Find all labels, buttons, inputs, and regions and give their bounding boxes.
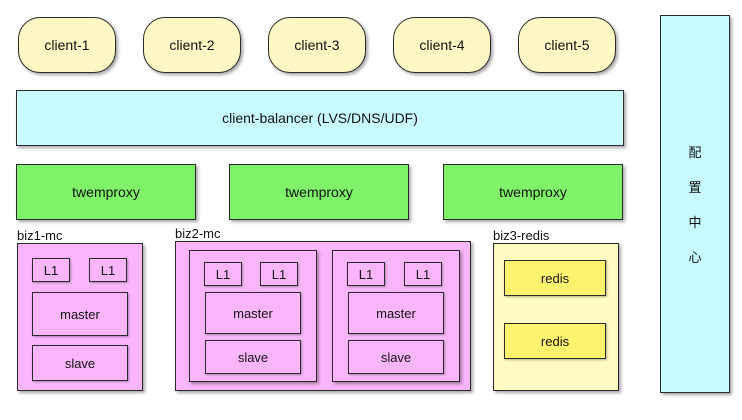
- client-node-5: client-5: [518, 17, 616, 73]
- client-node-4: client-4: [393, 17, 491, 73]
- biz2-shard2-l1-b: L1: [404, 262, 442, 286]
- biz2-shard2-slave: slave: [348, 340, 444, 374]
- twemproxy-3: twemproxy: [443, 164, 623, 220]
- biz2-label: biz2-mc: [175, 226, 221, 241]
- biz3-label: biz3-redis: [493, 228, 550, 243]
- biz3-redis-1: redis: [504, 260, 606, 296]
- client-node-2: client-2: [143, 17, 241, 73]
- biz1-master: master: [32, 292, 128, 336]
- config-center: 配 置 中 心: [660, 15, 730, 393]
- biz1-l1-a: L1: [32, 258, 70, 282]
- biz2-shard1-slave: slave: [205, 340, 301, 374]
- twemproxy-1: twemproxy: [16, 164, 196, 220]
- config-center-char-3: 中: [688, 215, 702, 230]
- biz1-slave: slave: [32, 345, 128, 381]
- biz2-shard1-l1-b: L1: [260, 262, 298, 286]
- biz1-l1-b: L1: [89, 258, 127, 282]
- twemproxy-2: twemproxy: [229, 164, 409, 220]
- client-node-1: client-1: [18, 17, 116, 73]
- biz1-label: biz1-mc: [17, 228, 63, 243]
- client-balancer: client-balancer (LVS/DNS/UDF): [16, 90, 624, 146]
- config-center-char-2: 置: [688, 180, 702, 195]
- config-center-char-4: 心: [688, 250, 702, 265]
- biz2-shard2-l1-a: L1: [347, 262, 385, 286]
- biz2-shard1-l1-a: L1: [204, 262, 242, 286]
- biz2-shard2-master: master: [348, 292, 444, 334]
- biz2-shard1-master: master: [205, 292, 301, 334]
- client-node-3: client-3: [268, 17, 366, 73]
- biz3-redis-2: redis: [504, 323, 606, 359]
- config-center-char-1: 配: [688, 145, 702, 160]
